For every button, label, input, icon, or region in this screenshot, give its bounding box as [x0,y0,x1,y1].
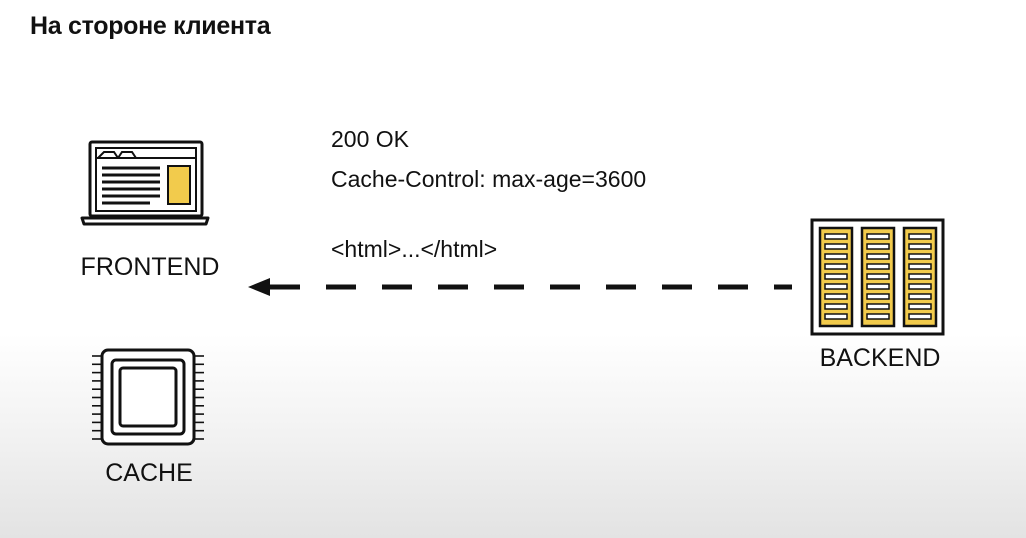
response-status: 200 OK [331,126,409,152]
response-body: <html>...</html> [331,236,498,262]
frontend-label: FRONTEND [80,253,220,281]
chip-icon [92,348,204,446]
backend-label: BACKEND [819,344,941,372]
slide-title: На стороне клиента [30,12,271,40]
response-arrow [248,278,792,296]
response-header: Cache-Control: max-age=3600 [331,166,647,192]
server-rack-icon [810,218,945,336]
arrowhead-icon [248,278,270,296]
laptop-icon [80,140,210,226]
cache-label: CACHE [105,459,193,487]
